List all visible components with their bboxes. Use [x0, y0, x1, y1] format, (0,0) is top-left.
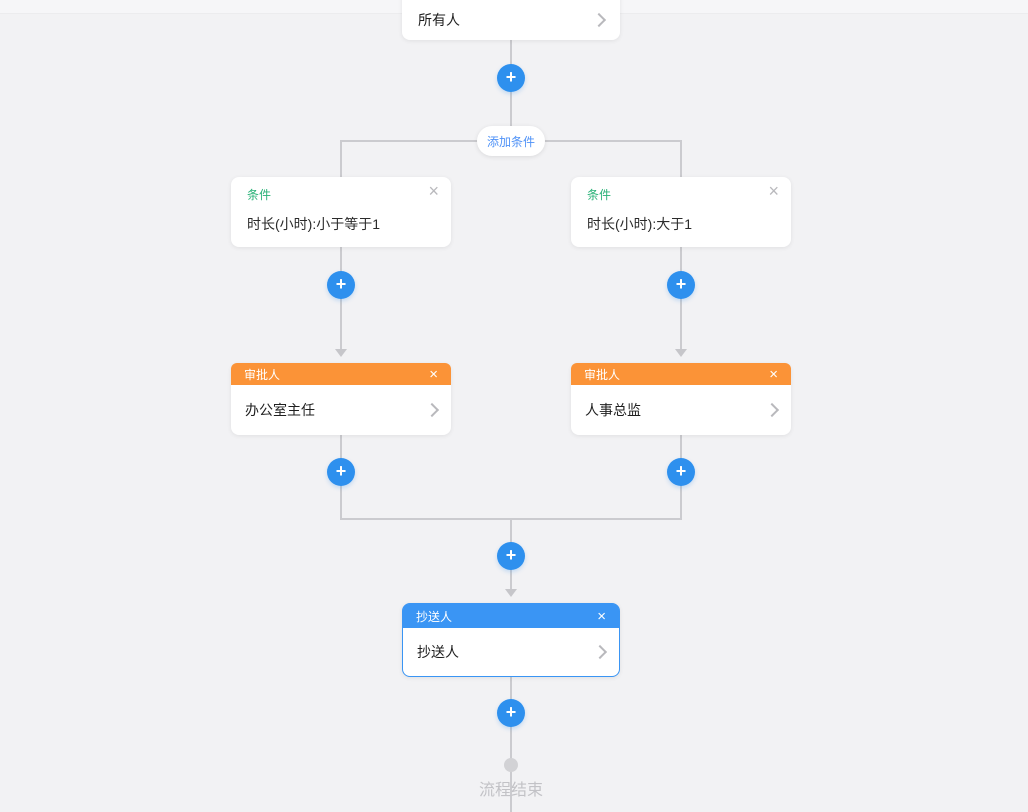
close-icon[interactable]: ×: [428, 181, 439, 201]
plus-icon: +: [675, 461, 687, 481]
start-node-card[interactable]: 所有人: [402, 0, 620, 40]
condition-card-branch1[interactable]: 条件 × 时长(小时):小于等于1: [231, 177, 451, 247]
approver-value: 人事总监: [585, 402, 641, 418]
chevron-right-icon: [591, 12, 607, 28]
add-node-button-branch2-after-condition[interactable]: +: [667, 271, 695, 299]
add-node-button-branch1-after-approver[interactable]: +: [327, 458, 355, 486]
add-node-button-after-start[interactable]: +: [497, 64, 525, 92]
add-node-button-branch2-after-approver[interactable]: +: [667, 458, 695, 486]
chevron-right-icon: [764, 402, 780, 418]
add-condition-button[interactable]: 添加条件: [477, 126, 545, 156]
chevron-right-icon: [592, 644, 608, 660]
add-node-button-after-merge[interactable]: +: [497, 542, 525, 570]
approver-title: 审批人: [244, 367, 281, 382]
approver-card-branch1[interactable]: 审批人 × 办公室主任: [231, 363, 451, 435]
condition-title: 条件: [247, 188, 272, 202]
connector-line: [340, 518, 682, 520]
approver-card-header: 审批人 ×: [231, 363, 451, 385]
plus-icon: +: [675, 274, 687, 294]
close-icon[interactable]: ×: [429, 365, 438, 383]
arrow-down-icon: [335, 349, 347, 357]
condition-value: 时长(小时):大于1: [587, 216, 692, 232]
condition-title: 条件: [587, 188, 612, 202]
end-node-label: 流程结束: [478, 782, 543, 799]
approver-value: 办公室主任: [245, 402, 315, 418]
connector-line: [340, 140, 342, 177]
condition-value: 时长(小时):小于等于1: [247, 216, 380, 232]
add-node-button-branch1-after-condition[interactable]: +: [327, 271, 355, 299]
plus-icon: +: [505, 545, 517, 565]
start-node-label: 所有人: [418, 12, 460, 28]
close-icon[interactable]: ×: [769, 365, 778, 383]
cc-card-header: 抄送人 ×: [403, 604, 619, 628]
cc-value: 抄送人: [417, 644, 459, 660]
close-icon[interactable]: ×: [768, 181, 779, 201]
cc-title: 抄送人: [416, 609, 453, 624]
plus-icon: +: [335, 274, 347, 294]
connector-line: [340, 247, 342, 351]
plus-icon: +: [505, 702, 517, 722]
close-icon[interactable]: ×: [597, 607, 606, 625]
condition-card-branch2[interactable]: 条件 × 时长(小时):大于1: [571, 177, 791, 247]
approver-title: 审批人: [584, 367, 621, 382]
cc-card[interactable]: 抄送人 × 抄送人: [402, 603, 620, 677]
add-node-button-after-cc[interactable]: +: [497, 699, 525, 727]
approver-card-header: 审批人 ×: [571, 363, 791, 385]
plus-icon: +: [335, 461, 347, 481]
plus-icon: +: [505, 67, 517, 87]
approver-card-branch2[interactable]: 审批人 × 人事总监: [571, 363, 791, 435]
connector-line: [680, 140, 682, 177]
chevron-right-icon: [424, 402, 440, 418]
arrow-down-icon: [675, 349, 687, 357]
connector-line: [680, 247, 682, 351]
arrow-down-icon: [505, 589, 517, 597]
connector-line: [510, 677, 512, 812]
end-node-dot: [504, 758, 518, 772]
